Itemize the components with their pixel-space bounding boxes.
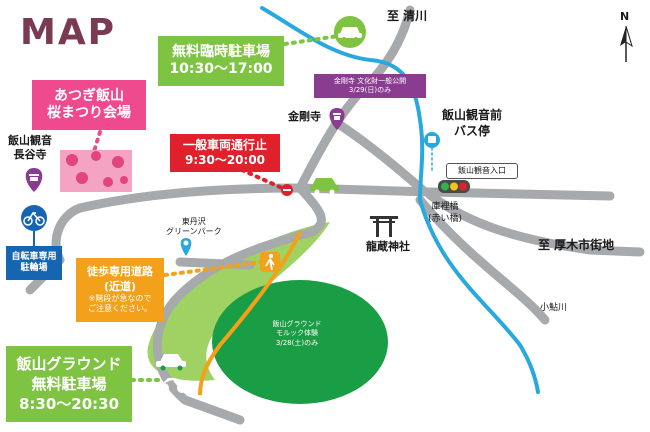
sakura-photo xyxy=(60,150,132,192)
ground-parking-hours: 8:30〜20:30 xyxy=(18,395,120,414)
ground-event-line2: モルック体験 xyxy=(276,329,318,338)
bridge-line2: (赤い橋) xyxy=(428,213,463,224)
bus-stop-icon xyxy=(424,132,440,148)
torii-icon xyxy=(370,216,398,237)
ground-car-icon xyxy=(156,354,186,371)
map-title: MAP xyxy=(20,12,117,53)
footpath-line2: (近道) xyxy=(103,279,137,293)
river xyxy=(260,6,540,394)
road-to-atsugi xyxy=(425,190,645,257)
festival-box: あつぎ飯山 桜まつり会場 xyxy=(32,80,146,130)
road-kongoji xyxy=(335,120,430,197)
footpath-line xyxy=(198,231,302,396)
kongoji-notice-line1: 金剛寺 文化財一般公開 xyxy=(333,77,407,86)
compass-label: N xyxy=(620,10,630,23)
bicycle-parking-box: 自転車専用 駐輪場 xyxy=(6,246,62,280)
leader-temp-parking xyxy=(283,34,340,46)
temp-parking-title: 無料臨時駐車場 xyxy=(172,43,270,60)
festival-line2: 桜まつり会場 xyxy=(47,105,131,121)
ground-parking-line2: 無料駐車場 xyxy=(31,374,107,393)
destination-atsugi: 至 厚木市街地 xyxy=(538,238,615,252)
bridge-label: 庫裡橋 (赤い橋) xyxy=(428,202,462,225)
park-label: 東丹沢 グリーンパーク xyxy=(166,217,222,237)
footpath-box: 徒歩専用道路 (近道) ※階段が急なので ご注意ください。 xyxy=(76,258,164,322)
no-traffic-line2: 9:30〜20:00 xyxy=(184,153,266,167)
footpath-note2: ご注意ください。 xyxy=(88,304,152,314)
bicycle-icon xyxy=(21,205,47,246)
signal-label: 飯山観音入口 xyxy=(446,163,518,179)
leader-footpath xyxy=(163,260,264,277)
leader-no-traffic xyxy=(240,168,284,190)
bicycle-parking-line1: 自転車専用 xyxy=(11,251,57,262)
park-pin-icon xyxy=(180,238,192,256)
ground-event-line1: 飯山グラウンド xyxy=(272,320,322,328)
bus-stop-line2: バス停 xyxy=(454,123,491,138)
bicycle-parking-line2: 駐輪場 xyxy=(20,263,48,273)
festival-line1: あつぎ飯山 xyxy=(54,87,124,104)
footpath-note1: ※階段が急なので xyxy=(88,293,152,303)
kongoji-notice-line2: 3/29(日)のみ xyxy=(348,86,392,94)
temp-parking-car-icon xyxy=(334,16,366,48)
destination-kiyokawa: 至 清川 xyxy=(387,9,428,23)
ground-field xyxy=(212,280,388,404)
park-line2: グリーンパーク xyxy=(166,227,222,236)
compass-icon xyxy=(620,25,633,62)
bus-stop-label: 飯山観音前 バス停 xyxy=(442,108,502,139)
hasedera-label: 飯山観音 長谷寺 xyxy=(8,134,52,162)
car-icon xyxy=(310,178,339,195)
park-line1: 東丹沢 xyxy=(181,217,206,226)
no-entry-sign-icon xyxy=(281,184,293,196)
kongoji-label: 金剛寺 xyxy=(288,110,321,123)
main-road xyxy=(75,183,615,213)
temp-parking-hours: 10:30〜17:00 xyxy=(169,61,273,77)
ground-event-line3: 3/28(土)のみ xyxy=(275,338,319,347)
ground-parking-box: 飯山グラウンド 無料駐車場 8:30〜20:30 xyxy=(6,346,132,422)
no-traffic-box: 一般車両通行止 9:30〜20:00 xyxy=(170,134,280,172)
bus-stop-line1: 飯山観音前 xyxy=(442,108,503,122)
no-traffic-line1: 一般車両通行止 xyxy=(182,138,267,152)
shrine-label: 龍蔵神社 xyxy=(366,240,410,253)
hasedera-line2: 長谷寺 xyxy=(13,147,47,161)
road-bridge xyxy=(415,195,550,325)
footpath-line1: 徒歩専用道路 xyxy=(87,265,153,279)
ground-parking-line1: 飯山グラウンド xyxy=(16,354,122,373)
bridge-line1: 庫裡橋 xyxy=(431,202,459,212)
kongoji-temple-icon xyxy=(329,108,345,130)
ground-event-label: 飯山グラウンド モルック体験 3/28(土)のみ xyxy=(250,320,344,348)
river-label: 小鮎川 xyxy=(540,303,568,313)
motorcycle-icon xyxy=(159,378,187,393)
kongoji-notice-box: 金剛寺 文化財一般公開 3/29(日)のみ xyxy=(314,74,426,98)
temp-parking-box: 無料臨時駐車場 10:30〜17:00 xyxy=(158,36,284,86)
hiker-icon xyxy=(260,252,280,272)
traffic-signal-icon xyxy=(438,180,470,193)
hasedera-line1: 飯山観音 xyxy=(8,134,52,147)
hasedera-temple-icon xyxy=(25,168,43,192)
